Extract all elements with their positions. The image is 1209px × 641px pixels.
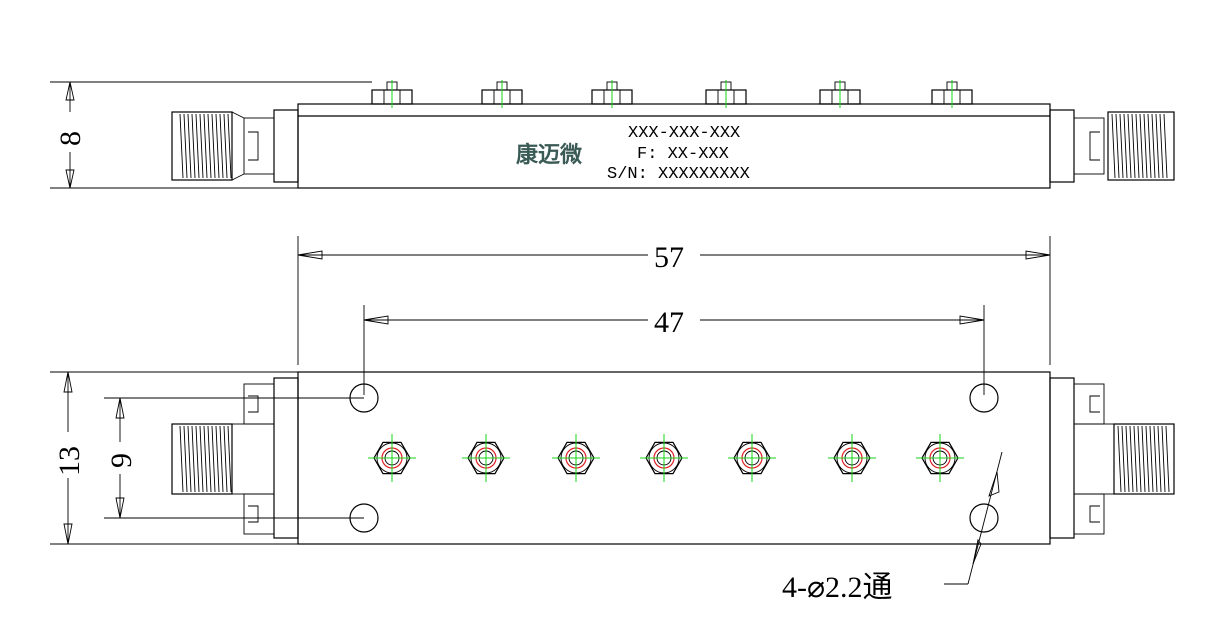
side-view: 康迈微 XXX-XXX-XXX F: XX-XXX S/N: XXXXXXXXX… [50,80,1175,189]
thread-line [1137,425,1142,493]
width-dimension: 13 [53,446,86,476]
thread-line [219,113,224,179]
thread-line [183,113,188,179]
thread-line [195,425,200,493]
thread-line [1163,113,1168,179]
thread-line [1135,113,1140,179]
thread-line [179,425,184,493]
tuning-screw-side [591,80,633,108]
thread-line [1165,425,1170,493]
thread-line [215,425,220,493]
height-dimension: 8 [54,131,87,146]
thread-line [207,113,212,179]
tuning-screw-side [819,80,861,108]
mounting-hole [969,503,999,533]
hole-callout: 4-⌀2.2通 [782,571,893,604]
thread-line [1157,425,1162,493]
thread-line [1139,113,1144,179]
thread-line [1133,425,1138,493]
thread-line [1111,113,1116,179]
thread-line [1131,113,1136,179]
thread-line [1159,113,1164,179]
thread-line [1155,113,1160,179]
tuning-screw-top [916,434,964,482]
thread-line [1123,113,1128,179]
thread-line [199,113,204,179]
top-view: 57 47 [50,236,1175,604]
thread-line [203,113,208,179]
tuning-screw-top [368,434,416,482]
thread-line [1117,425,1122,493]
tuning-screw-side [371,80,413,108]
tuning-screw-top [728,434,776,482]
thread-line [187,113,192,179]
thread-line [1145,425,1150,493]
thread-line [187,425,192,493]
thread-line [223,113,228,179]
thread-line [1129,425,1134,493]
thread-line [1119,113,1124,179]
thread-line [219,425,224,493]
thread-line [211,113,216,179]
thread-line [183,425,188,493]
thread-line [195,113,200,179]
thread-line [1115,113,1120,179]
thread-line [1147,113,1152,179]
thread-line [1141,425,1146,493]
thread-line [227,113,232,179]
thread-line [215,113,220,179]
thread-line [1121,425,1126,493]
hole-spacing-dimension: 47 [654,306,684,339]
tuning-screw-side [481,80,523,108]
overall-length-dimension: 57 [654,241,684,274]
thread-line [203,425,208,493]
thread-line [207,425,212,493]
tuning-screw-side [705,80,747,108]
thread-line [1151,113,1156,179]
tuning-screw-side [931,80,973,108]
thread-line [191,113,196,179]
thread-line [1125,425,1130,493]
thread-line [211,425,216,493]
tuning-screw-top [552,434,600,482]
tuning-screw-top [640,434,688,482]
mounting-hole [969,383,999,413]
thread-line [223,425,228,493]
thread-line [191,425,196,493]
tuning-screw-top [828,434,876,482]
thread-line [199,425,204,493]
serial-number: S/N: XXXXXXXXX [607,165,750,184]
thread-line [1161,425,1166,493]
model-number: XXX-XXX-XXX [628,124,740,143]
thread-line [1149,425,1154,493]
thread-line [179,113,184,179]
tuning-screw-top [462,434,510,482]
hole-vertical-dimension: 9 [105,453,138,468]
thread-line [1143,113,1148,179]
thread-line [1127,113,1132,179]
thread-line [1153,425,1158,493]
brand-logo: 康迈微 [516,142,582,168]
thread-line [227,425,232,493]
frequency-label: F: XX-XXX [637,145,729,164]
